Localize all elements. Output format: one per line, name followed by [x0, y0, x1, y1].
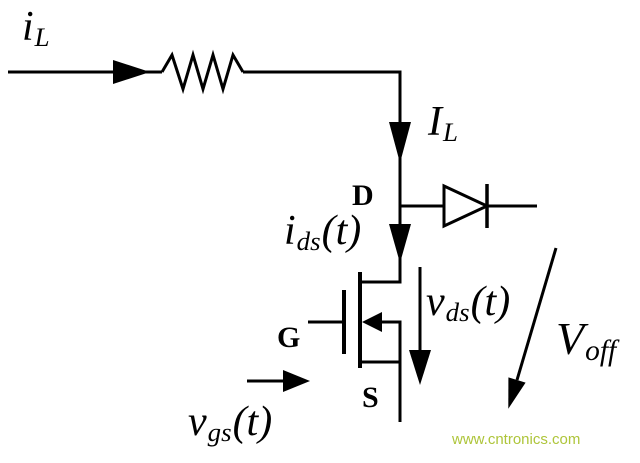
label-sub: ds: [445, 296, 470, 327]
label-sub: gs: [207, 416, 232, 447]
diode-anode-triangle: [442, 183, 491, 229]
label-inductor-current: iL: [22, 4, 50, 50]
label-off-voltage: Voff: [556, 313, 616, 367]
mosfet-source-lead: [360, 360, 402, 422]
arrow-I-L-icon: [389, 122, 411, 163]
label-suffix: (t): [321, 208, 362, 254]
label-sub: off: [585, 335, 617, 368]
arrow-v-off-shaft: [515, 247, 558, 381]
wire-top-and-vertical: [243, 70, 402, 284]
label-IL-current: IL: [428, 99, 458, 145]
label-source-terminal: S: [362, 381, 379, 414]
label-main: i: [22, 4, 34, 50]
inductor-symbol: [160, 49, 245, 95]
label-main: I: [428, 99, 442, 145]
label-sub: L: [34, 21, 50, 52]
label-drain-source-voltage: vds(t): [426, 279, 511, 325]
watermark-text: www.cntronics.com: [452, 431, 581, 448]
label-suffix: (t): [232, 399, 273, 445]
arrow-v-gs: [247, 370, 310, 392]
arrow-v-off: [508, 247, 558, 409]
label-main: i: [284, 208, 296, 254]
label-gate-source-voltage: vgs(t): [188, 399, 273, 445]
label-drain-current: ids(t): [284, 208, 362, 254]
arrow-v-ds: [409, 267, 431, 385]
label-sub: ds: [296, 225, 321, 256]
arrow-i-ds-icon: [389, 224, 411, 263]
label-main: v: [188, 399, 207, 445]
arrow-v-ds-head-icon: [409, 350, 431, 385]
arrow-v-gs-head-icon: [283, 370, 310, 392]
arrow-i-L-icon: [113, 60, 150, 84]
mosfet-body-lead: [380, 320, 402, 362]
label-gate-terminal: G: [277, 321, 301, 354]
label-drain-terminal: D: [352, 179, 374, 212]
mosfet-symbol: [308, 272, 402, 422]
arrow-v-off-head-icon: [508, 377, 526, 409]
diode-symbol: [442, 183, 491, 229]
label-main: v: [426, 279, 445, 325]
label-sub: L: [443, 116, 458, 147]
label-suffix: (t): [470, 279, 511, 325]
mosfet-body-arrow-icon: [362, 312, 382, 332]
label-main: V: [556, 313, 585, 364]
